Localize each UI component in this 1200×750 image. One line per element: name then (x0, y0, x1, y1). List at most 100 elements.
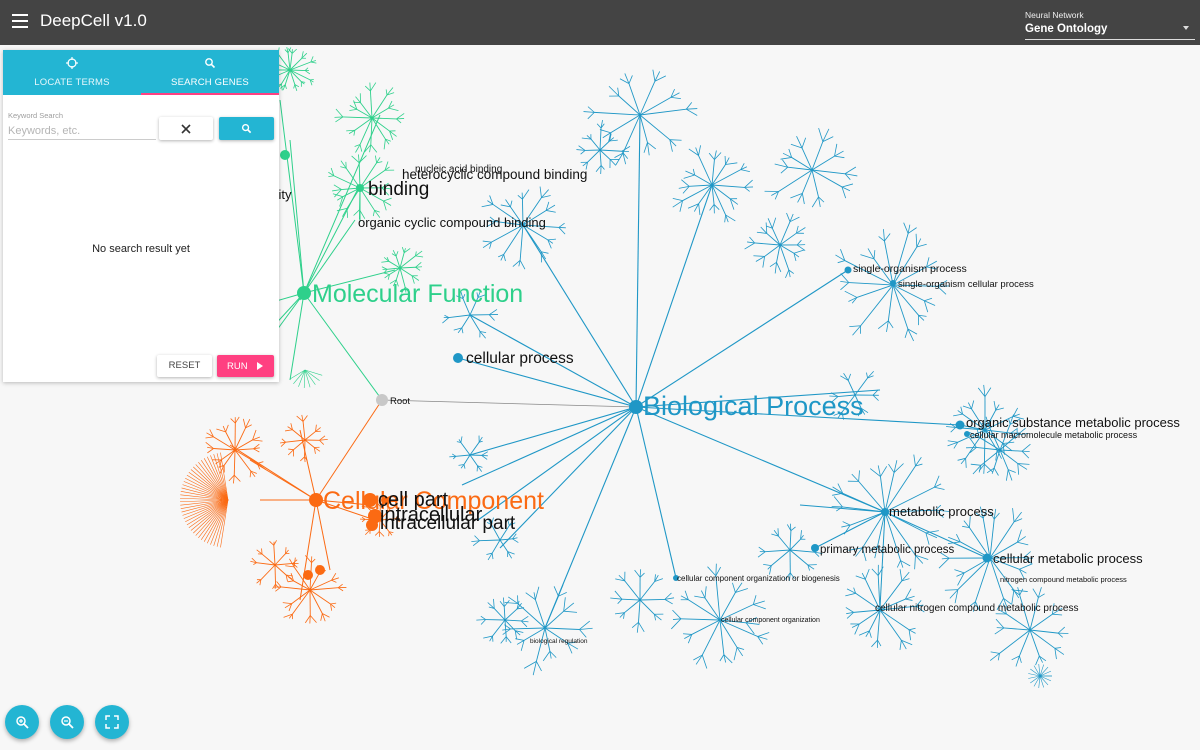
graph-edge (807, 564, 810, 571)
search-button[interactable] (219, 117, 274, 140)
graph-edge (489, 309, 498, 316)
graph-edge (846, 612, 854, 619)
graph-edge (356, 109, 373, 119)
run-label: RUN (227, 361, 248, 372)
graph-edge (867, 375, 874, 379)
graph-edge (315, 499, 371, 506)
fit-screen-button[interactable] (95, 705, 129, 739)
graph-edge (849, 511, 886, 526)
graph-edge (213, 448, 236, 451)
graph-edge (545, 201, 550, 211)
graph-edge (276, 581, 282, 588)
graph-edge (989, 541, 1018, 559)
graph-label-cellular: intracellular part (380, 513, 516, 534)
graph-edge (1010, 432, 1016, 440)
graph-edge (1033, 675, 1041, 687)
graph-edge (587, 106, 595, 113)
graph-edge (286, 574, 294, 577)
graph-edge (845, 607, 854, 613)
graph-edge (926, 257, 930, 267)
tab-label: LOCATE TERMS (34, 77, 110, 88)
graph-edge (289, 57, 303, 71)
graph-edge (745, 622, 755, 635)
graph-edge (223, 449, 236, 466)
graph-edge (631, 621, 639, 628)
graph-edge (379, 518, 396, 521)
tab-search-genes[interactable]: SEARCH GENES (141, 50, 279, 95)
graph-edge (293, 580, 311, 591)
graph-edge (583, 111, 595, 113)
graph-edge (789, 572, 795, 579)
graph-edge (502, 628, 511, 635)
graph-edge (979, 506, 984, 519)
keyword-search-input[interactable] (8, 122, 156, 140)
graph-edge (477, 406, 637, 521)
graph-edge (381, 260, 389, 263)
menu-icon[interactable] (12, 14, 28, 28)
graph-edge (359, 187, 375, 211)
graph-edge (1038, 593, 1045, 598)
search-icon (241, 123, 252, 134)
graph-edge (855, 592, 881, 611)
graph-edge (832, 486, 843, 494)
graph-edge (1037, 587, 1042, 598)
graph-edge (488, 314, 495, 321)
graph-edge (301, 414, 304, 422)
graph-edge (386, 87, 394, 96)
graph-edge (684, 590, 689, 600)
zoom-out-button[interactable] (50, 705, 84, 739)
graph-edge (535, 627, 546, 662)
graph-edge (213, 454, 229, 501)
graph-edge (908, 627, 916, 631)
app-bar: DeepCell v1.0 Neural Network Gene Ontolo… (0, 0, 1200, 45)
graph-edge (609, 137, 615, 142)
graph-edge (672, 200, 683, 208)
graph-edge (846, 611, 854, 615)
graph-edge (790, 143, 803, 149)
graph-edge (713, 204, 720, 210)
graph-edge (403, 248, 406, 253)
graph-edge (719, 619, 738, 648)
graph-edge (294, 84, 298, 92)
zoom-in-button[interactable] (5, 705, 39, 739)
graph-edge (884, 465, 916, 513)
graph-edge (758, 546, 766, 553)
graph-edge (779, 244, 790, 271)
graph-edge (868, 630, 872, 638)
graph-edge (624, 73, 630, 84)
graph-edge (916, 238, 922, 248)
run-button[interactable]: RUN (217, 355, 274, 377)
graph-edge (602, 132, 611, 139)
graph-label-biological: organic substance metabolic process (966, 415, 1180, 430)
graph-edge (877, 511, 886, 547)
graph-edge (487, 602, 495, 609)
graph-edge (522, 224, 637, 408)
graph-edge (253, 443, 260, 450)
graph-edge (234, 439, 253, 451)
graph-edge (476, 292, 479, 298)
graph-edge (274, 553, 286, 566)
graph-edge (989, 557, 1015, 591)
graph-edge (311, 558, 316, 563)
graph-edge (854, 394, 862, 409)
graph-edge (1030, 668, 1041, 677)
graph-edge (948, 536, 961, 543)
graph-edge (510, 206, 524, 226)
reset-button[interactable]: RESET (157, 355, 212, 377)
graph-edge (693, 654, 703, 661)
graph-edge (639, 569, 642, 578)
graph-edge (287, 580, 294, 583)
clear-button[interactable] (159, 117, 213, 140)
graph-edge (774, 262, 777, 274)
graph-label-molecular: nucleic acid binding (415, 164, 502, 175)
graph-edge (180, 499, 229, 506)
graph-edge (1057, 632, 1064, 638)
network-select[interactable]: Neural Network Gene Ontology (1025, 8, 1195, 40)
graph-edge (907, 328, 914, 342)
graph-edge (652, 69, 656, 82)
graph-edge (954, 569, 965, 574)
tab-locate-terms[interactable]: LOCATE TERMS (3, 50, 141, 95)
graph-edge (512, 533, 517, 540)
graph-edge (469, 314, 637, 408)
